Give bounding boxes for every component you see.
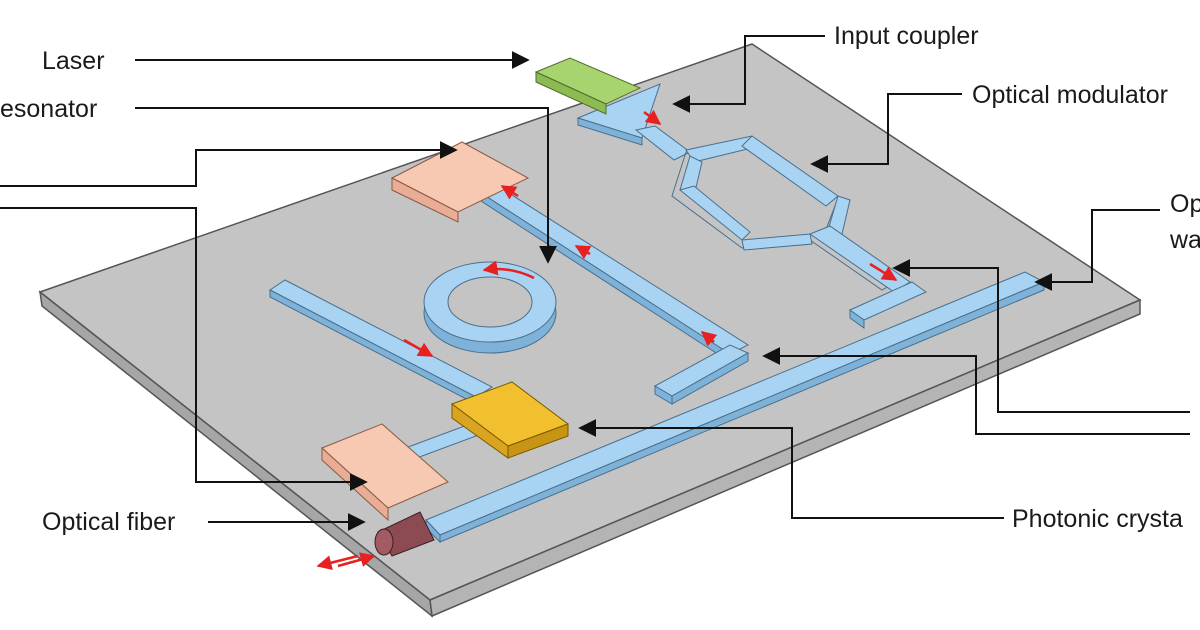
optical-fiber-cylinder [374,511,435,557]
laser-block [534,57,642,115]
label-op-line2: wa [1169,226,1200,254]
waveguide-left [269,279,494,463]
waveguide-center [462,175,750,405]
photonic-crystal-block [450,381,570,459]
label-photonic-crystal: Photonic crysta [1012,505,1183,533]
label-resonator: esonator [0,95,97,123]
substrate-board [38,43,1142,618]
label-optical-modulator: Optical modulator [972,81,1168,109]
ring-resonator [423,261,557,354]
label-laser: Laser [42,47,105,75]
label-op-line1: Op [1170,190,1200,218]
label-input-coupler: Input coupler [834,22,979,50]
propagation-arrows [316,109,898,571]
detector-top [390,141,530,223]
leader-lines [0,35,1190,531]
label-optical-fiber: Optical fiber [42,508,175,536]
